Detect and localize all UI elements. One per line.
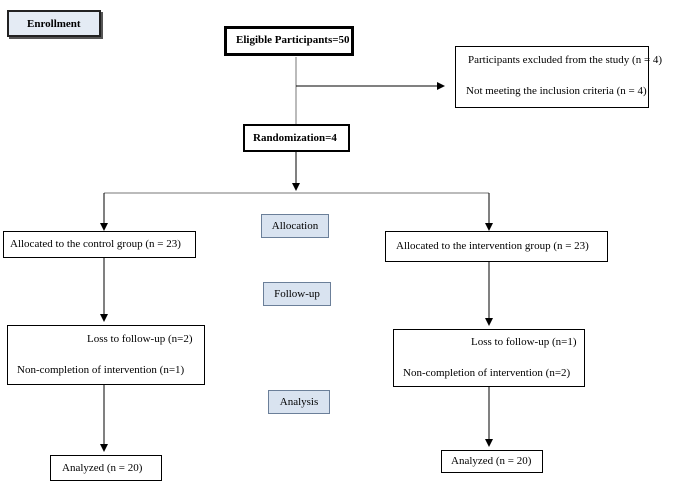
intervention-noncompletion-label: Non-completion of intervention (n=2) — [403, 367, 571, 379]
intervention-followup-box: Loss to follow-up (n=1) Non-completion o… — [393, 329, 585, 387]
excluded-box: Participants excluded from the study (n … — [455, 46, 662, 108]
randomization-box: Randomization=4 — [243, 124, 350, 152]
eligible-box: Eligible Participants=50 — [224, 26, 354, 56]
control-analyzed-box: Analyzed (n = 20) — [50, 455, 162, 481]
intervention-allocated-box: Allocated to the intervention group (n =… — [385, 231, 608, 262]
intervention-loss-label: Loss to follow-up (n=1) — [471, 336, 577, 348]
intervention-analyzed-box: Analyzed (n = 20) — [441, 450, 543, 473]
enrollment-label: Enrollment — [27, 18, 81, 30]
stage-followup-label: Follow-up — [274, 288, 320, 300]
control-loss-label: Loss to follow-up (n=2) — [87, 333, 193, 345]
intervention-analyzed-label: Analyzed (n = 20) — [451, 455, 532, 467]
stage-analysis: Analysis — [268, 390, 330, 414]
stage-allocation-label: Allocation — [271, 220, 319, 232]
excluded-line-1: Participants excluded from the study (n … — [468, 54, 663, 66]
control-followup-box: Loss to follow-up (n=2) Non-completion o… — [7, 325, 205, 385]
excluded-line-2: Not meeting the inclusion criteria (n = … — [466, 85, 647, 97]
control-allocated-label: Allocated to the control group (n = 23) — [10, 238, 181, 250]
enrollment-box: Enrollment — [7, 10, 101, 37]
stage-analysis-label: Analysis — [279, 396, 319, 408]
control-analyzed-label: Analyzed (n = 20) — [62, 462, 143, 474]
stage-followup: Follow-up — [263, 282, 331, 306]
eligible-label: Eligible Participants=50 — [236, 34, 350, 46]
stage-allocation: Allocation — [261, 214, 329, 238]
randomization-label: Randomization=4 — [253, 132, 337, 144]
intervention-allocated-label: Allocated to the intervention group (n =… — [396, 240, 589, 252]
control-allocated-box: Allocated to the control group (n = 23) — [3, 231, 196, 258]
control-noncompletion-label: Non-completion of intervention (n=1) — [17, 364, 185, 376]
